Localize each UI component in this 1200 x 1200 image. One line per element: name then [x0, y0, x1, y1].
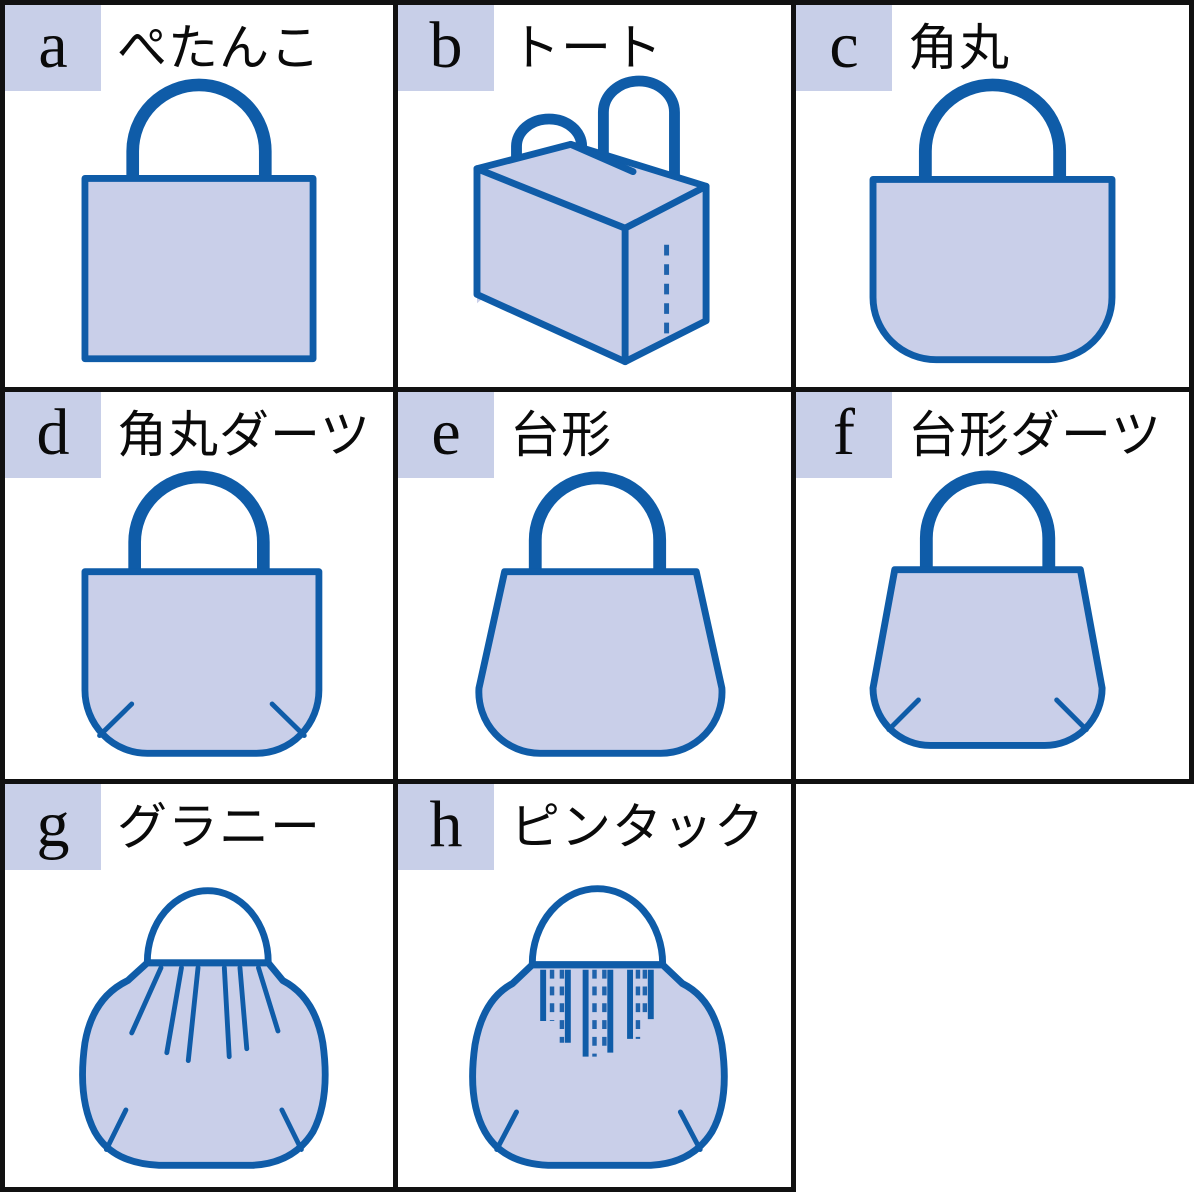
panel-c[interactable]: c 角丸	[796, 0, 1194, 392]
panel-g-illustration	[5, 784, 393, 1187]
panel-c-illustration	[796, 5, 1189, 387]
panel-f-illustration	[796, 392, 1189, 779]
panel-f[interactable]: f 台形ダーツ	[796, 392, 1194, 784]
panel-d-illustration	[5, 392, 393, 779]
panel-e[interactable]: e 台形	[398, 392, 796, 784]
panel-a-illustration	[5, 5, 393, 387]
panel-b[interactable]: b トート	[398, 0, 796, 392]
panel-e-illustration	[398, 392, 791, 779]
panel-empty	[796, 784, 1194, 1192]
panel-g[interactable]: g グラニー	[0, 784, 398, 1192]
panel-b-illustration	[398, 5, 791, 387]
panel-h-illustration	[398, 784, 791, 1187]
panel-a[interactable]: a ぺたんこ	[0, 0, 398, 392]
panel-d[interactable]: d 角丸ダーツ	[0, 392, 398, 784]
panel-h[interactable]: h ピンタック	[398, 784, 796, 1192]
